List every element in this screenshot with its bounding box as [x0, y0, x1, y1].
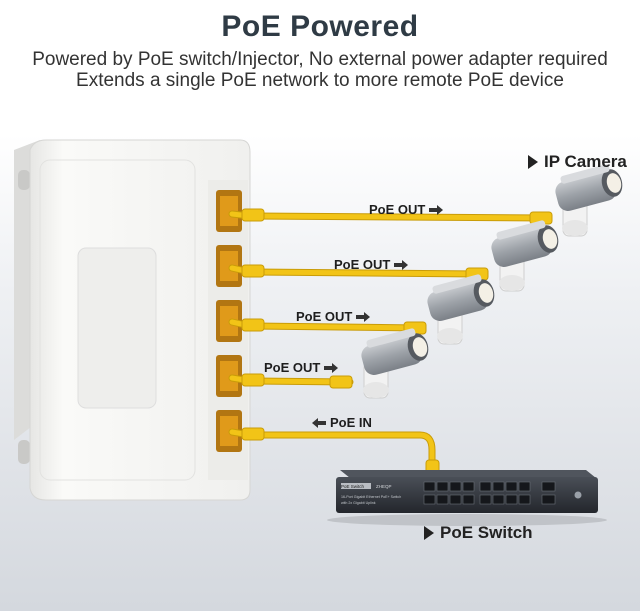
- ip-camera-2: [491, 220, 559, 292]
- poe-out-label-2: PoE OUT: [334, 257, 409, 272]
- poe-extender: [14, 139, 251, 501]
- poe-out-text: PoE OUT: [264, 360, 321, 375]
- poe-out-text: PoE OUT: [369, 202, 426, 217]
- ip-camera-text: IP Camera: [544, 152, 627, 171]
- poe-in-text: PoE IN: [330, 415, 372, 430]
- poe-switch-device: [327, 470, 607, 526]
- poe-out-label-4: PoE OUT: [264, 360, 339, 375]
- poe-out-label-1: PoE OUT: [369, 202, 444, 217]
- cable-plugs: [241, 208, 553, 483]
- subtitle-line-2: Extends a single PoE network to more rem…: [76, 70, 564, 91]
- poe-switch-text: PoE Switch: [440, 523, 533, 542]
- poe-switch-label: PoE Switch: [424, 523, 533, 543]
- poe-out-text: PoE OUT: [296, 309, 353, 324]
- poe-out-text: PoE OUT: [334, 257, 391, 272]
- ip-camera-label: IP Camera: [528, 152, 627, 172]
- arrow-right-icon: [394, 259, 409, 270]
- ip-camera-4: [361, 328, 429, 399]
- poe-in-label: PoE IN: [312, 415, 372, 430]
- switch-desc-line-1: 16-Port Gigabit Ethernet PoE+ Switch: [341, 495, 401, 499]
- arrow-right-icon: [429, 204, 444, 215]
- switch-desc-line-2: with 2x Gigabit Uplink: [341, 501, 376, 505]
- arrow-left-icon: [312, 417, 326, 428]
- pointer-triangle-icon: [528, 155, 538, 169]
- ip-camera-1: [555, 164, 623, 237]
- arrow-right-icon: [356, 311, 371, 322]
- arrow-right-icon: [324, 362, 339, 373]
- subtitle-line-1: Powered by PoE switch/Injector, No exter…: [32, 49, 608, 70]
- switch-brand-text: PoE Switch: [341, 484, 365, 489]
- switch-model-text: ZHEQP: [376, 484, 392, 489]
- ip-camera-3: [427, 274, 495, 345]
- page-title: PoE Powered: [221, 10, 419, 43]
- pointer-triangle-icon: [424, 526, 434, 540]
- poe-out-label-3: PoE OUT: [296, 309, 371, 324]
